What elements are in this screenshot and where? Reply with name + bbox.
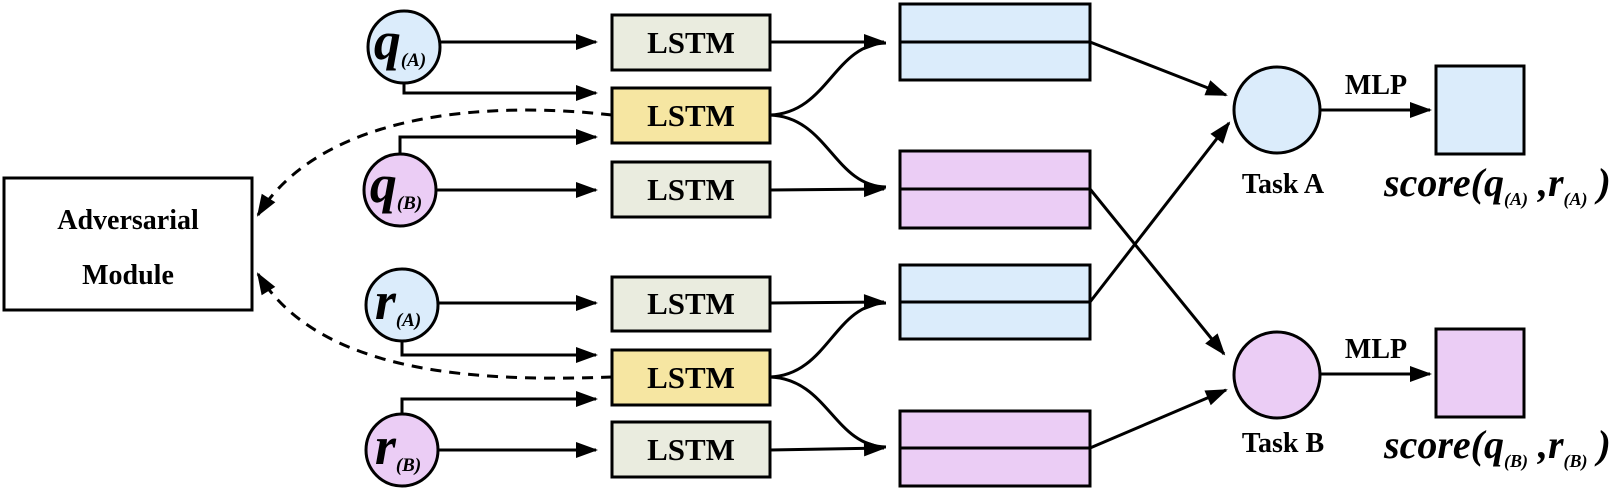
input-node-rB	[364, 412, 440, 488]
concat-bar-qA-cell-2	[898, 40, 1092, 82]
score-label-taskB: score(q(B) ,r(B) )	[1383, 422, 1611, 472]
adversarial-module-label-line1: Adversarial	[57, 205, 199, 236]
lstm-box-qA-private	[610, 13, 772, 72]
concat-bar-rA-cell-1	[898, 263, 1092, 304]
score-box-taskA	[1434, 64, 1526, 156]
lstm-label-r-shared: LSTM	[647, 360, 735, 395]
input-node-rA-label: r(A)	[375, 271, 421, 331]
lstm-label-qB-private: LSTM	[647, 172, 735, 207]
scoreA-sub1: (A)	[1504, 189, 1528, 210]
scoreB-sub2: (B)	[1564, 451, 1588, 472]
arrow-qB-to-shared-lstm	[398, 129, 598, 154]
qA-subscript: (A)	[401, 50, 426, 71]
input-node-qA-label: q(A)	[374, 11, 426, 71]
input-node-rA	[364, 267, 440, 343]
scoreA-part3: )	[1588, 160, 1611, 205]
concat-bar-rB-cell-1	[898, 409, 1092, 450]
lstm-box-rB-private	[610, 420, 772, 479]
lstm-label-qA-private: LSTM	[647, 25, 735, 60]
arrow-barRB-to-taskB	[1089, 388, 1228, 450]
lstm-label-rB-private: LSTM	[647, 432, 735, 467]
input-node-qB-label: q(B)	[370, 154, 422, 214]
concat-bar-qB-cell-1	[898, 149, 1092, 191]
adversarial-module-label-line2: Module	[82, 260, 174, 291]
lstm-label-q-shared: LSTM	[647, 98, 735, 133]
curve-shared-q-to-barA	[769, 41, 887, 117]
rB-subscript: (B)	[396, 455, 421, 476]
lstm-box-q-shared	[610, 86, 772, 145]
input-node-qA	[366, 9, 442, 85]
arrow-rA-to-shared-lstm	[400, 341, 598, 363]
arrow-barQA-to-taskA	[1089, 40, 1228, 97]
arrow-lstm-rB-to-bar	[769, 440, 886, 457]
lstm-box-rA-private	[610, 275, 772, 333]
scoreA-part2: ,r	[1528, 160, 1564, 205]
scoreA-sub2: (A)	[1564, 189, 1588, 210]
arrow-barRA-to-taskA	[1088, 121, 1231, 303]
arrow-lstm-rA-to-bar	[769, 294, 886, 311]
concat-bar-qA-cell-1	[898, 2, 1092, 44]
scoreB-part2: ,r	[1528, 422, 1564, 467]
rB-symbol: r	[375, 416, 397, 476]
qB-symbol: q	[370, 154, 397, 214]
lstm-box-qB-private	[610, 160, 772, 219]
arrow-barQB-to-taskB	[1088, 188, 1226, 356]
concat-bar-qB-cell-2	[898, 187, 1092, 230]
curve-shared-r-to-barA	[769, 301, 887, 379]
mlp-label-taskA: MLP	[1345, 70, 1407, 101]
concat-bar-rA-cell-2	[898, 300, 1092, 341]
arrow-lstm-qB-to-bar	[769, 181, 886, 198]
curve-shared-r-to-barB	[769, 375, 887, 449]
task-a-label: Task A	[1242, 169, 1325, 200]
concat-bar-rB-cell-2	[898, 446, 1092, 488]
arrow-rB-to-shared-lstm	[400, 391, 598, 414]
scoreA-part1: score(q	[1383, 160, 1504, 205]
qA-symbol: q	[374, 11, 401, 71]
task-b-label: Task B	[1242, 428, 1324, 459]
task-b-node	[1232, 330, 1322, 420]
arrow-qA-to-shared-lstm	[402, 83, 598, 101]
mlp-label-taskB: MLP	[1345, 334, 1407, 365]
scoreB-part3: )	[1588, 422, 1611, 467]
rA-subscript: (A)	[396, 310, 421, 331]
lstm-box-r-shared	[610, 348, 772, 407]
score-label-taskA: score(q(A) ,r(A) )	[1383, 160, 1611, 210]
curve-shared-q-to-barB	[769, 113, 887, 189]
qB-subscript: (B)	[397, 193, 422, 214]
score-box-taskB	[1434, 327, 1526, 419]
lstm-label-rA-private: LSTM	[647, 286, 735, 321]
input-node-rB-label: r(B)	[375, 416, 421, 476]
rA-symbol: r	[375, 271, 397, 331]
scoreB-part1: score(q	[1383, 422, 1504, 467]
scoreB-sub1: (B)	[1504, 451, 1528, 472]
input-node-qB	[362, 152, 438, 228]
task-a-node	[1232, 65, 1322, 155]
adversarial-module-box	[2, 176, 254, 312]
